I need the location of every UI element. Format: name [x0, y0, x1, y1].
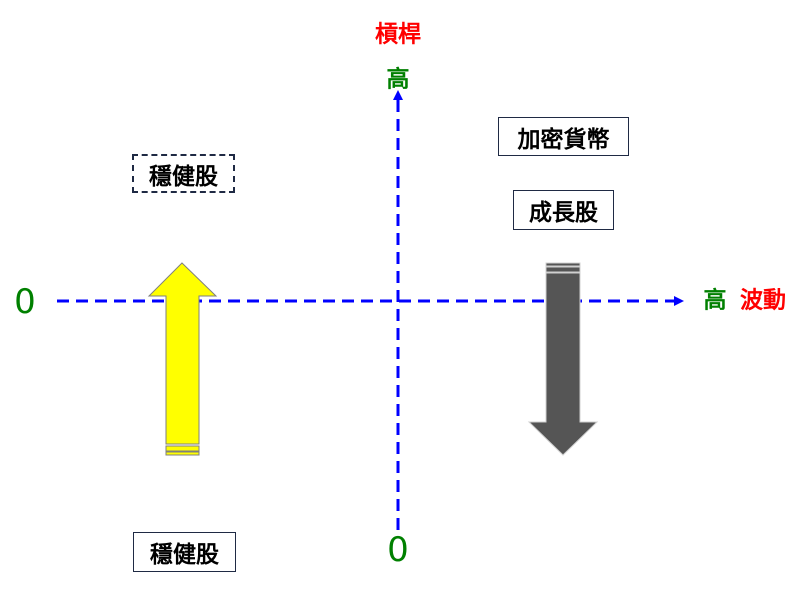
stable-stock-box-bottom: 穩健股: [133, 532, 236, 572]
x-axis-zero-label: 0: [14, 282, 36, 322]
x-axis-arrowhead: [674, 296, 684, 306]
up-arrow: [147, 262, 218, 456]
stable-stock-box-top: 穩健股: [132, 154, 235, 193]
y-axis-high-label: 高: [386, 66, 410, 93]
y-axis-arrowhead: [393, 90, 403, 100]
x-axis-title: 波動: [740, 287, 786, 314]
growth-stock-box: 成長股: [513, 190, 614, 230]
y-axis-title: 槓桿: [375, 21, 421, 48]
y-axis-zero-label: 0: [387, 530, 409, 570]
x-axis-high-label: 高: [703, 287, 727, 314]
down-arrow: [527, 262, 599, 456]
crypto-box: 加密貨幣: [498, 117, 629, 156]
